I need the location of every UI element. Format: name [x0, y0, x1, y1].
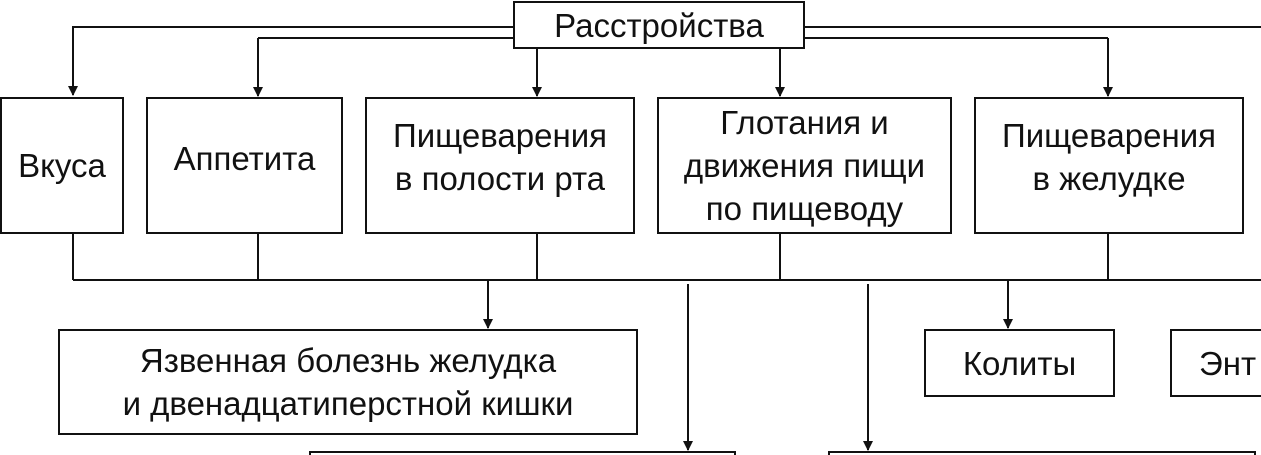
node-ulcer-line-1: Язвенная болезнь желудка — [139, 342, 557, 379]
node-stomach-text: Пищеварения в желудке — [1002, 114, 1216, 200]
root-label: Расстройства — [554, 6, 764, 44]
node-appetite-line-1: Аппетита — [173, 140, 316, 177]
node-ulcer-line-2: и двенадцатиперстной кишки — [122, 385, 574, 422]
node-colitis-text: Колиты — [963, 342, 1076, 385]
node-mouth-line-1: Пищеварения — [392, 117, 608, 154]
node-ulcer: Язвенная болезнь желудка и двенадцатипер… — [58, 329, 638, 435]
node-colitis-line-1: Колиты — [962, 344, 1077, 382]
node-swallowing-line-1: Глотания и — [720, 104, 889, 141]
node-taste-line-1: Вкуса — [18, 147, 106, 184]
node-taste: Вкуса — [0, 97, 124, 234]
node-swallowing: Глотания и движения пищи по пищеводу — [657, 97, 952, 234]
node-appetite: Аппетита — [146, 97, 343, 234]
node-swallowing-text: Глотания и движения пищи по пищеводу — [684, 101, 925, 230]
node-stomach-line-1: Пищеварения — [1001, 117, 1217, 154]
node-stomach-line-2: в желудке — [1032, 160, 1186, 197]
node-mouth: Пищеварения в полости рта — [365, 97, 635, 234]
node-swallowing-line-3: по пищеводу — [705, 190, 904, 227]
node-mouth-line-2: в полости рта — [394, 160, 606, 197]
node-lower-left — [309, 451, 736, 455]
top-line-left — [68, 26, 513, 96]
node-taste-text: Вкуса — [18, 144, 106, 187]
root-node: Расстройства — [513, 1, 805, 49]
node-enteritis: Энт — [1170, 329, 1261, 397]
node-enteritis-line-1: Энт — [1199, 344, 1257, 382]
node-stomach: Пищеварения в желудке — [974, 97, 1244, 234]
node-mouth-text: Пищеварения в полости рта — [393, 114, 607, 200]
node-colitis: Колиты — [924, 329, 1115, 397]
node-enteritis-text: Энт — [1199, 342, 1256, 385]
node-ulcer-text: Язвенная болезнь желудка и двенадцатипер… — [123, 339, 574, 425]
node-swallowing-line-2: движения пищи — [683, 147, 926, 184]
node-lower-right — [828, 451, 1256, 455]
node-appetite-text: Аппетита — [174, 137, 316, 180]
